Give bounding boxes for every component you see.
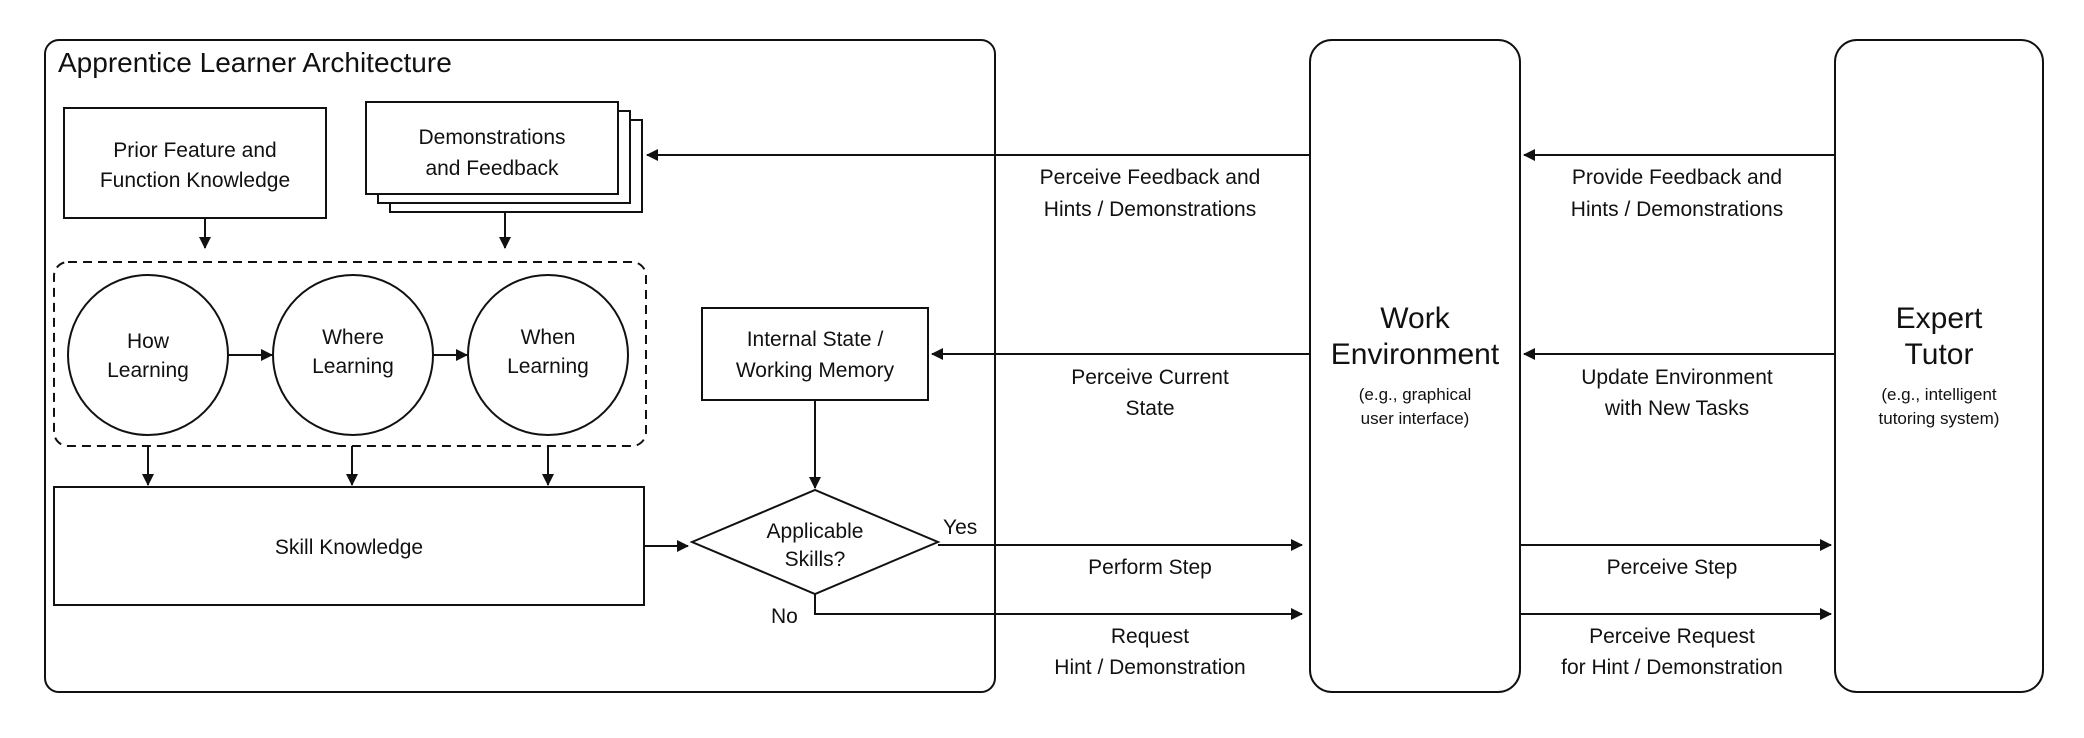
update-env-label-1: Update Environment [1581,366,1773,389]
decision-label-1: Applicable [767,520,864,543]
perceive-step-label: Perceive Step [1607,556,1738,579]
request-hint-label-2: Hint / Demonstration [1054,656,1245,679]
perceive-feedback-label-2: Hints / Demonstrations [1044,198,1256,221]
work-environment-title-2: Environment [1331,338,1500,371]
when-learning-label-2: Learning [507,355,589,378]
demonstrations-stack: Demonstrations and Feedback [365,101,643,213]
prior-knowledge-box: Prior Feature and Function Knowledge [63,107,327,219]
demonstrations-label-2: and Feedback [425,157,559,180]
expert-tutor-box: Expert Tutor (e.g., intelligent tutoring… [1834,39,2044,693]
work-environment-box: Work Environment (e.g., graphical user i… [1309,39,1521,693]
architecture-title: Apprentice Learner Architecture [58,47,452,78]
perceive-request-label-2: for Hint / Demonstration [1561,656,1783,679]
work-environment-subtitle-2: user interface) [1361,409,1470,428]
yes-label: Yes [943,516,977,539]
perceive-state-label-2: State [1125,397,1174,420]
demonstrations-label-1: Demonstrations [418,126,565,149]
applicable-skills-decision: Applicable Skills? [689,488,941,596]
work-environment-subtitle-1: (e.g., graphical [1359,385,1471,404]
skill-knowledge-box: Skill Knowledge [53,486,645,606]
expert-tutor-subtitle-1: (e.g., intelligent [1881,385,1997,404]
internal-state-box: Internal State / Working Memory [701,307,929,401]
learning-mechanisms-group [53,261,647,447]
expert-tutor-title-1: Expert [1896,302,1983,335]
apprentice-learner-frame [44,39,996,693]
work-environment-title-1: Work [1380,302,1450,335]
skill-knowledge-label: Skill Knowledge [275,536,423,559]
no-label: No [771,605,798,628]
update-env-label-2: with New Tasks [1604,397,1749,420]
perceive-state-label-1: Perceive Current [1071,366,1229,389]
expert-tutor-title-2: Tutor [1905,338,1974,371]
internal-state-label-1: Internal State / [747,328,884,351]
where-learning-label-1: Where [322,326,384,349]
perceive-request-label-1: Perceive Request [1589,625,1755,648]
where-learning-label-2: Learning [312,355,394,378]
perceive-feedback-label-1: Perceive Feedback and [1040,166,1261,189]
when-learning-node: When Learning [467,274,629,436]
perform-step-label: Perform Step [1088,556,1212,579]
prior-knowledge-label-1: Prior Feature and [113,139,276,162]
decision-diamond [689,488,941,596]
how-learning-node: How Learning [67,274,229,436]
how-learning-label-2: Learning [107,359,189,382]
arrow-request-hint [814,594,1303,620]
when-learning-label-1: When [521,326,576,349]
decision-label-2: Skills? [785,548,846,571]
provide-feedback-label-1: Provide Feedback and [1572,166,1782,189]
where-learning-node: Where Learning [272,274,434,436]
provide-feedback-label-2: Hints / Demonstrations [1571,198,1783,221]
how-learning-label-1: How [127,330,170,353]
request-hint-label-1: Request [1111,625,1189,648]
prior-knowledge-label-2: Function Knowledge [100,169,290,192]
internal-state-label-2: Working Memory [736,359,895,382]
expert-tutor-subtitle-2: tutoring system) [1879,409,2000,428]
